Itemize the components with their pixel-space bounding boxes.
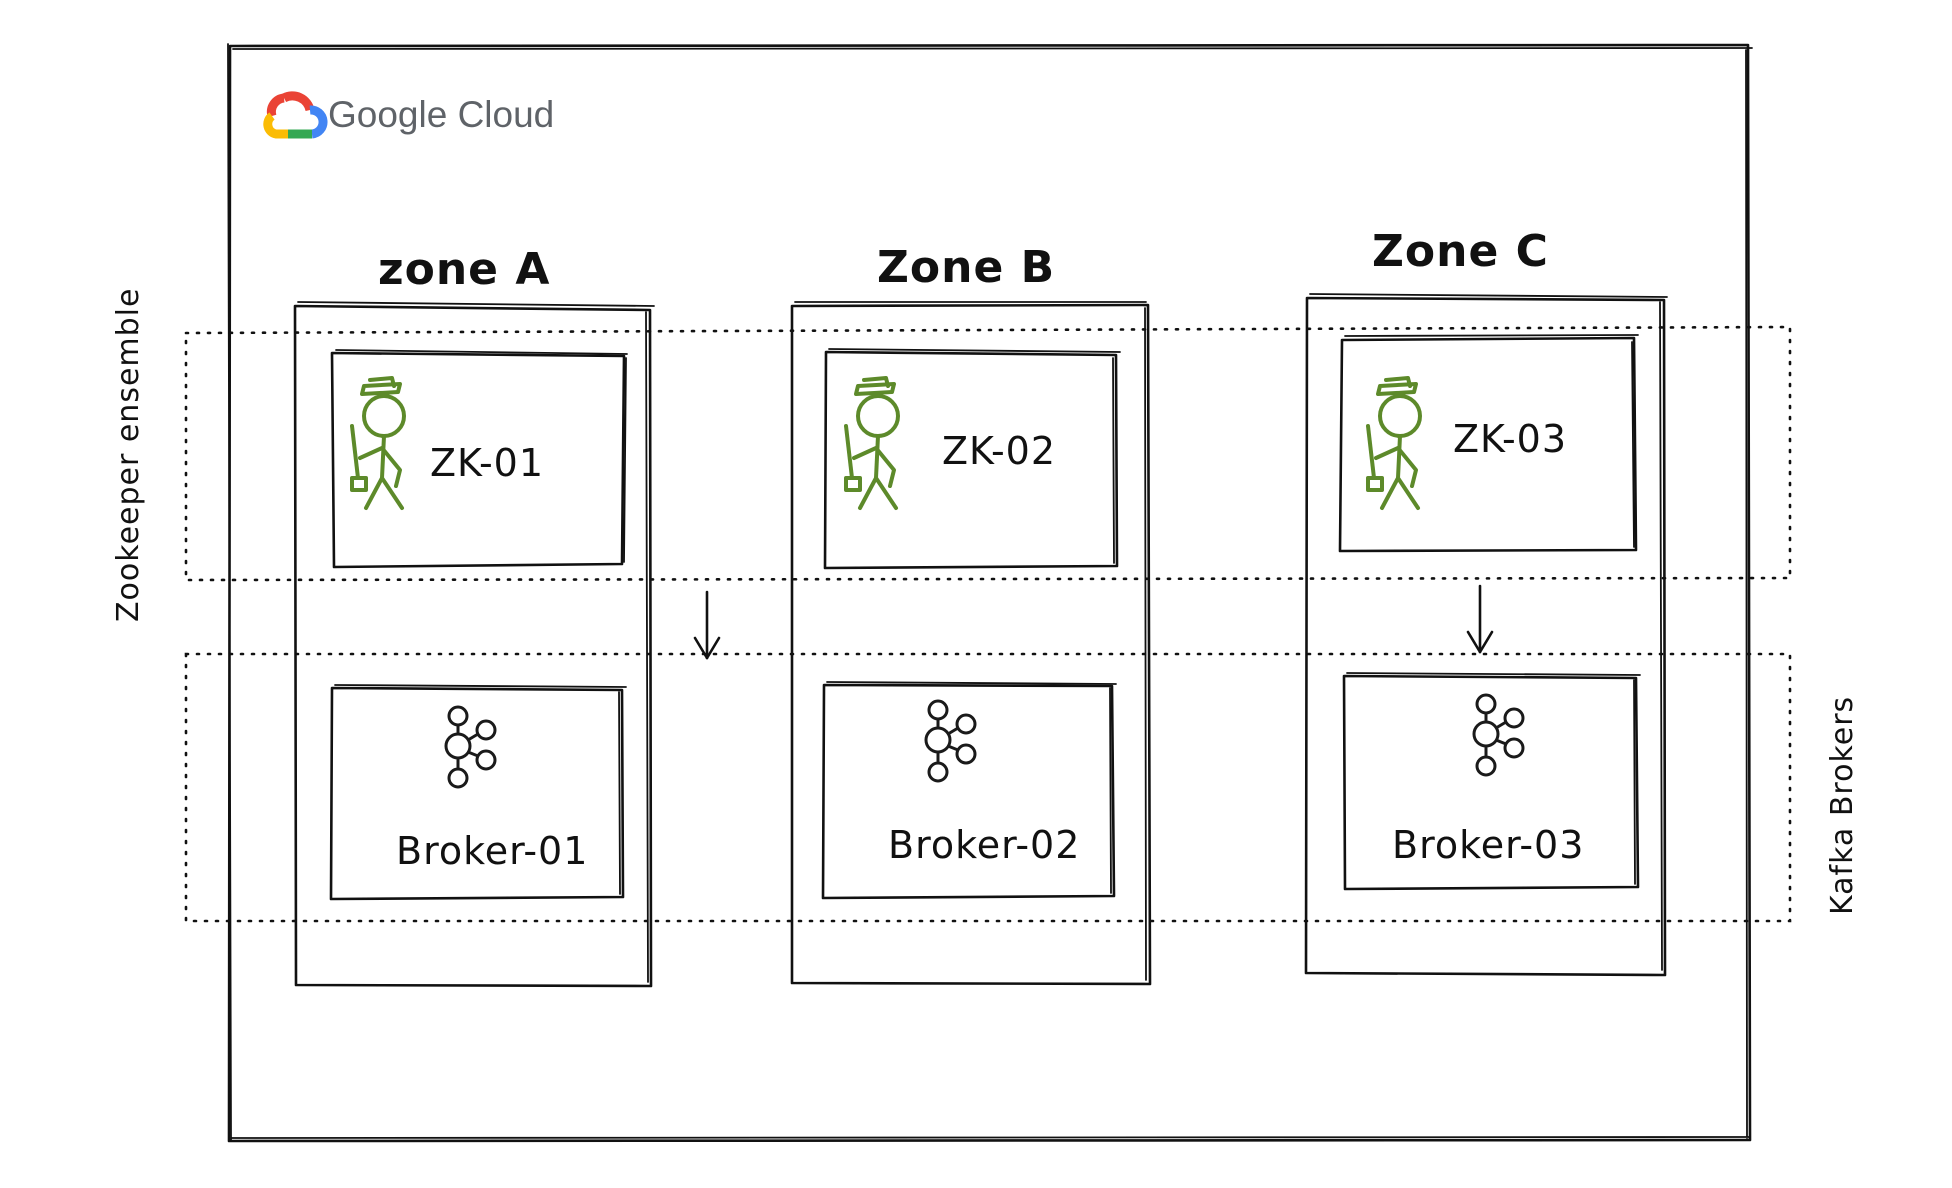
zone-a-title: zone A	[378, 244, 550, 295]
kafka-brokers-group	[184, 652, 1792, 923]
zone-a-column	[293, 301, 655, 988]
zone-c-column	[1304, 293, 1668, 977]
zookeeper-ensemble-label: Zookeeper ensemble	[111, 288, 146, 622]
zk-02-node	[823, 348, 1121, 570]
zk-01-node	[330, 349, 628, 569]
kafka-icon	[1472, 693, 1525, 777]
broker-01-label: Broker-01	[396, 829, 588, 873]
zookeeper-ensemble-group	[184, 325, 1792, 582]
google-cloud-icon	[263, 91, 328, 139]
zone-b-column	[790, 301, 1152, 986]
arrow-zk-to-broker-1	[693, 590, 721, 660]
broker-03-label: Broker-03	[1392, 823, 1584, 867]
broker-03-node	[1342, 672, 1641, 891]
zk-03-label: ZK-03	[1453, 417, 1567, 461]
kafka-brokers-label: Kafka Brokers	[1825, 696, 1860, 915]
arrow-zk-to-broker-2	[1466, 584, 1494, 654]
kafka-icon	[924, 699, 977, 783]
zk-03-node	[1338, 334, 1639, 553]
zookeeper-figure-icon	[844, 376, 900, 510]
broker-01-node	[329, 684, 627, 901]
google-cloud-text: Google Cloud	[328, 94, 554, 135]
zone-b-title: Zone B	[877, 242, 1055, 293]
broker-02-label: Broker-02	[888, 823, 1080, 867]
cloud-boundary	[227, 43, 1753, 1143]
zookeeper-figure-icon	[1366, 376, 1422, 510]
google-cloud-logo: Google Cloud	[263, 91, 554, 139]
zone-c-title: Zone C	[1372, 226, 1549, 277]
zk-02-label: ZK-02	[942, 429, 1056, 473]
zk-01-label: ZK-01	[430, 441, 544, 485]
zookeeper-figure-icon	[350, 376, 406, 510]
broker-02-node	[821, 681, 1117, 900]
kafka-icon	[444, 705, 497, 789]
